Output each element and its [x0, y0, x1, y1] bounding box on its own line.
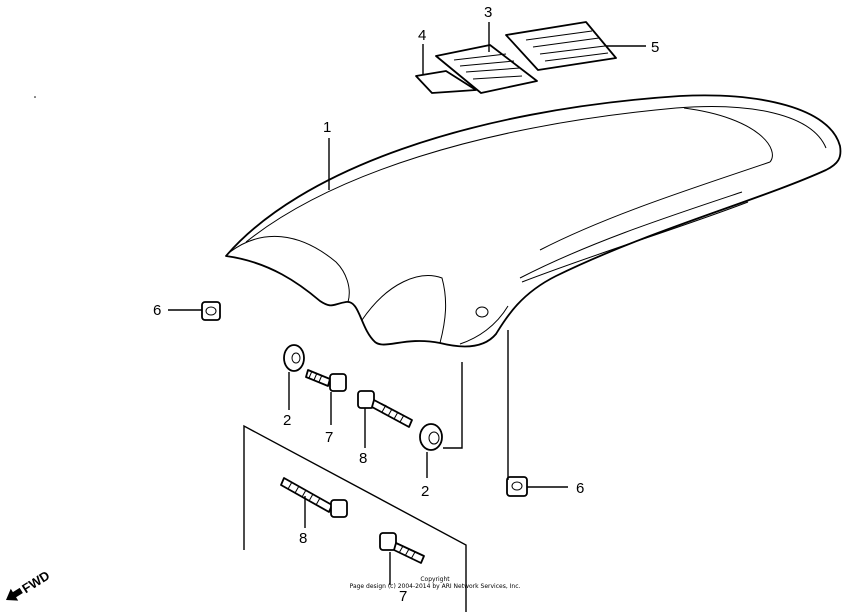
collar-right[interactable]: [419, 423, 443, 451]
copyright-line-2: Page design (c) 2004-2014 by ARI Network…: [349, 583, 521, 590]
rear-fender[interactable]: [225, 94, 842, 348]
forward-label: FWD: [19, 568, 52, 596]
callout-8-middle: 8: [359, 450, 367, 467]
mounting-plate: [243, 424, 467, 612]
callout-7-lower: 7: [399, 588, 407, 605]
callout-8-lower: 8: [299, 530, 307, 547]
decal-emblem-center[interactable]: [435, 44, 538, 94]
bolt-long-lower[interactable]: [280, 477, 348, 518]
copyright-notice: Copyright Page design (c) 2004-2014 by A…: [300, 576, 570, 590]
callout-4: 4: [418, 27, 426, 44]
callout-6-right: 6: [576, 480, 584, 497]
forward-arrow-icon: [6, 587, 23, 601]
bolt-lower[interactable]: [379, 532, 425, 564]
decal-emblem-right[interactable]: [505, 21, 617, 71]
callout-3: 3: [484, 4, 492, 21]
callout-2-left: 2: [283, 412, 291, 429]
callout-1: 1: [323, 119, 331, 136]
flange-nut-right[interactable]: [506, 476, 528, 497]
flange-nut-left[interactable]: [201, 301, 221, 321]
collar-left[interactable]: [283, 344, 305, 372]
forward-direction-indicator: FWD: [6, 568, 52, 601]
leader-lines: [168, 22, 646, 585]
bolt-long-middle[interactable]: [357, 390, 413, 428]
bolt-upper[interactable]: [305, 369, 347, 392]
callout-6-left: 6: [153, 302, 161, 319]
callout-7-upper: 7: [325, 429, 333, 446]
copyright-line-1: Copyright: [420, 576, 450, 583]
callout-2-right: 2: [421, 483, 429, 500]
callout-5: 5: [651, 39, 659, 56]
